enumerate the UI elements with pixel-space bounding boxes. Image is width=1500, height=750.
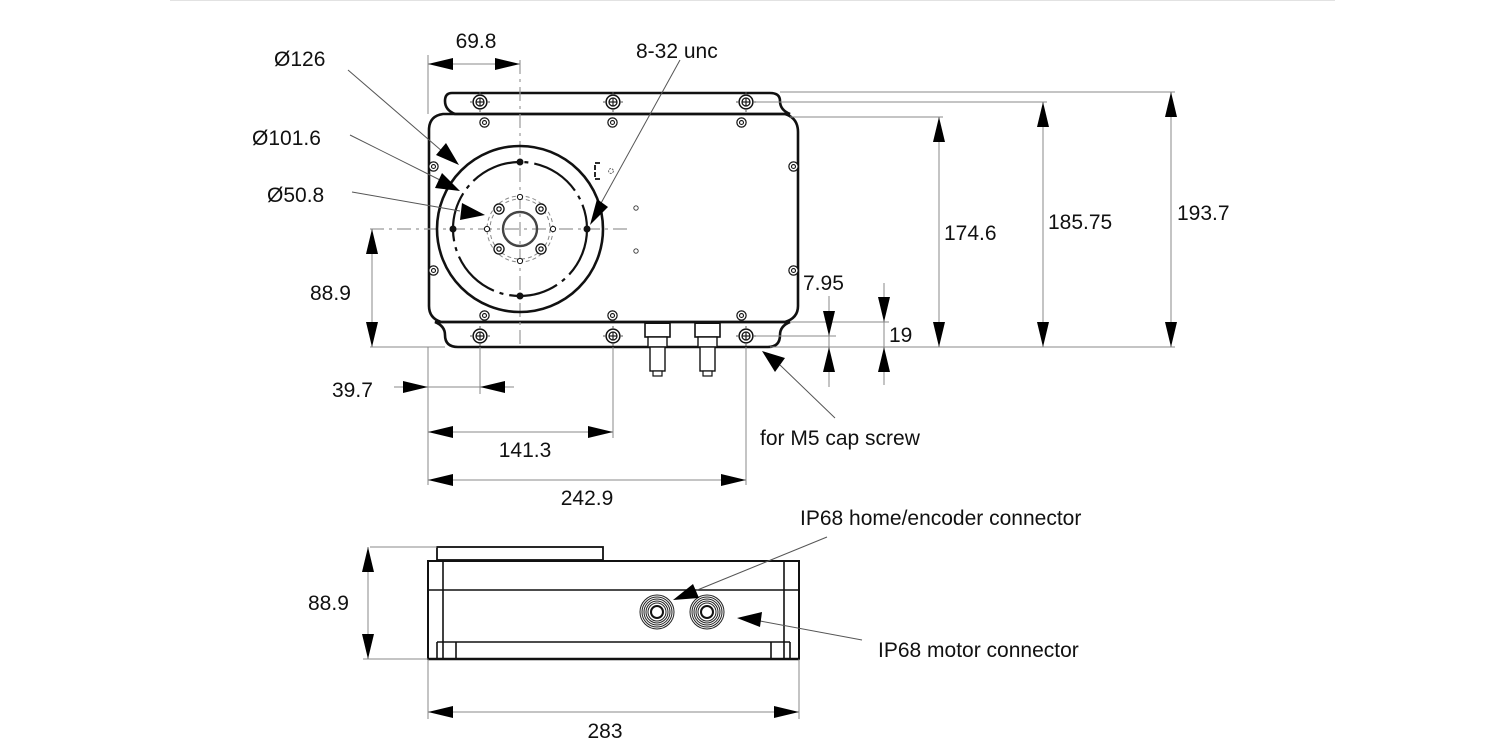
- body-screw: [479, 310, 490, 321]
- label-encoder-connector: IP68 home/encoder connector: [800, 507, 1081, 530]
- dim-flange-total: 19: [889, 324, 912, 347]
- side-view: [362, 536, 863, 719]
- motor-connector-face: [689, 594, 725, 630]
- label-outer-platter-diameter: Ø126: [274, 48, 325, 71]
- body-screw: [736, 117, 747, 128]
- mounting-hole: [736, 326, 756, 346]
- label-motor-connector: IP68 motor connector: [878, 639, 1079, 662]
- mounting-hole: [470, 326, 490, 346]
- dim-hole-spacing-height: 185.75: [1048, 211, 1112, 234]
- body-screw: [736, 310, 747, 321]
- small-hole: [483, 225, 491, 233]
- mounting-hole: [736, 92, 756, 112]
- mounting-hole: [603, 92, 623, 112]
- top-flange-outline: [443, 91, 791, 116]
- connector-plug: [694, 321, 721, 377]
- encoder-connector-face: [639, 594, 675, 630]
- platter-top: [436, 546, 604, 561]
- dim-first-hole-offset: 39.7: [332, 379, 373, 402]
- side-body: [427, 560, 800, 660]
- center-bore: [501, 210, 539, 248]
- body-screw: [607, 117, 618, 128]
- body-screw: [428, 265, 439, 276]
- small-marker: [633, 248, 639, 254]
- body-screw: [788, 161, 799, 172]
- small-marker: [608, 168, 614, 174]
- body-screw: [479, 117, 490, 128]
- bolt-point: [516, 158, 524, 166]
- small-hole: [516, 257, 524, 265]
- inner-hole: [493, 203, 505, 215]
- dim-second-hole-offset: 141.3: [499, 439, 552, 462]
- bolt-point: [516, 292, 524, 300]
- label-hole-callout: for M5 cap screw: [760, 427, 921, 450]
- small-marker: [633, 205, 639, 211]
- mounting-hole: [603, 326, 623, 346]
- inner-hole: [493, 243, 505, 255]
- body-screw: [428, 161, 439, 172]
- dim-center-from-left: 69.8: [456, 30, 497, 53]
- inner-hole: [535, 203, 547, 215]
- bolt-point: [583, 225, 591, 233]
- dim-body-height: 174.6: [944, 222, 997, 245]
- inner-hole: [535, 243, 547, 255]
- small-hole: [516, 193, 524, 201]
- mounting-hole: [470, 92, 490, 112]
- outer-platter-circle: [435, 144, 605, 314]
- bolt-point: [449, 225, 457, 233]
- body-screw: [607, 310, 618, 321]
- body-screw: [788, 265, 799, 276]
- bracket-mark: [594, 162, 600, 180]
- dim-flange-height: 7.95: [803, 272, 844, 295]
- dim-center-from-bottom: 88.9: [310, 282, 351, 305]
- dim-side-height: 88.9: [308, 592, 349, 615]
- label-thread-callout: 8-32 unc: [636, 40, 718, 63]
- label-bolt-circle-diameter: Ø101.6: [252, 127, 321, 150]
- small-hole: [549, 225, 557, 233]
- dim-third-hole-offset: 242.9: [561, 487, 614, 510]
- top-view: [347, 55, 1177, 486]
- label-inner-bolt-circle-diameter: Ø50.8: [267, 184, 324, 207]
- top-border-line: [170, 0, 1335, 1]
- dim-side-width: 283: [587, 720, 622, 743]
- connector-plug: [644, 321, 671, 377]
- dim-overall-height: 193.7: [1177, 202, 1230, 225]
- main-body-outline: [427, 112, 800, 324]
